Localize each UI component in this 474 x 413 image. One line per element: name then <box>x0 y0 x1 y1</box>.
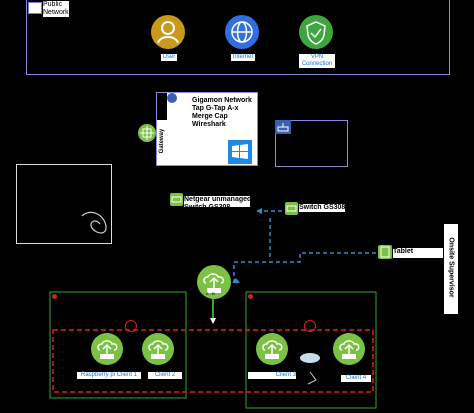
user-label: User <box>161 54 177 61</box>
router-icon <box>275 120 291 134</box>
raspberry-pi-icon-left <box>52 294 57 299</box>
monitor-frame <box>275 120 348 167</box>
windows-icon[interactable] <box>228 140 252 164</box>
drone-icon <box>300 353 320 363</box>
supervisor-panel: Onsite Supervisor <box>444 224 458 314</box>
hub-label: A · B <box>206 291 215 296</box>
client-4-label: Client 4 <box>341 375 371 382</box>
cable-frame <box>16 164 112 244</box>
upload-icon <box>339 340 360 359</box>
public-network-title: Public Network <box>43 1 69 17</box>
gigamon-frame <box>156 92 258 166</box>
globe-icon <box>231 21 253 43</box>
central-hub[interactable] <box>197 265 231 299</box>
gateway-label: Gateway <box>159 128 165 154</box>
gateway-label-panel: Gateway <box>157 120 167 165</box>
client-3-node[interactable] <box>256 333 288 365</box>
tablet-label: Tablet <box>393 248 443 258</box>
supervisor-label: Onsite Supervisor <box>447 237 455 298</box>
gateway-icon <box>140 126 154 140</box>
raspberry-pi-icon-right <box>248 294 253 299</box>
internet-label: Internet <box>231 54 255 61</box>
switch-gs308-label: Switch GS308 <box>299 204 346 212</box>
vpn-label: VPN Connection <box>299 54 335 68</box>
gigamon-icon <box>167 93 177 103</box>
gigamon-text: Gigamon Network Tap G-Tap A-x Merge Cap … <box>192 97 252 129</box>
upload-icon <box>203 273 225 293</box>
client-2-label: Client 2 <box>148 372 182 379</box>
skull-icon-right <box>304 320 316 332</box>
client-2-node[interactable] <box>142 333 174 365</box>
client-3-label: Client 3 <box>248 372 296 379</box>
shield-icon <box>306 21 326 45</box>
internet-node[interactable] <box>225 15 259 49</box>
public-network-frame <box>26 0 450 75</box>
tablet-icon[interactable] <box>378 245 392 259</box>
upload-icon <box>262 340 283 359</box>
switch-gs308-icon[interactable] <box>285 202 298 215</box>
client-4-node[interactable] <box>333 333 365 365</box>
client-1-node[interactable] <box>91 333 123 365</box>
client-1-label: Raspberry pi Client 1 <box>77 372 141 379</box>
user-icon <box>157 21 179 44</box>
netgear-switch-icon[interactable] <box>170 193 183 206</box>
gateway-node[interactable] <box>138 124 156 142</box>
netgear-switch-label: Netgear unmanaged Switch GS308 <box>184 196 250 207</box>
upload-icon <box>148 340 169 359</box>
upload-icon <box>97 340 118 359</box>
user-node[interactable] <box>151 15 185 49</box>
public-network-icon <box>28 2 42 14</box>
skull-icon-left <box>125 320 137 332</box>
vpn-node[interactable] <box>299 15 333 49</box>
